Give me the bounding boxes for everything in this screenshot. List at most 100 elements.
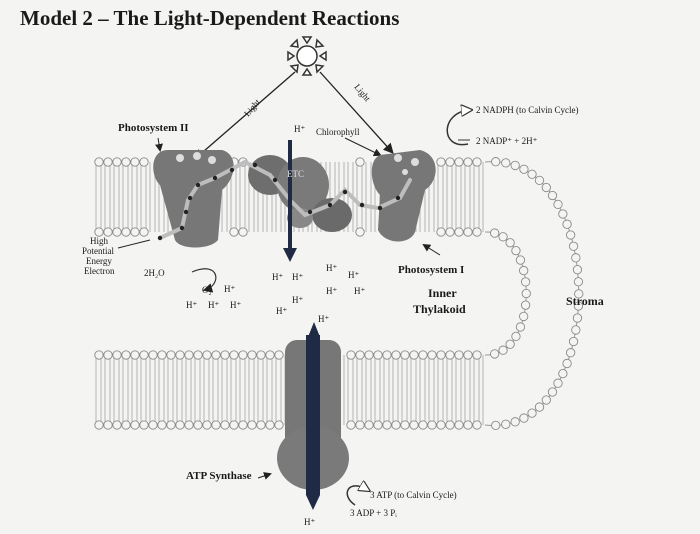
inner-thylakoid-label-1: Inner [428, 286, 457, 300]
proton-12: H⁺ [354, 286, 366, 296]
photosystem-ii-label: Photosystem II [118, 122, 189, 134]
etc-label: ETC [287, 169, 304, 179]
phospholipid-head [103, 420, 113, 430]
phospholipid-head [436, 157, 446, 167]
electron-dot [327, 202, 333, 208]
phospholipid-head [103, 350, 113, 360]
proton-bottom: H⁺ [304, 517, 316, 527]
phospholipid-head [94, 157, 104, 167]
phospholipid-head [211, 420, 221, 430]
proton-label-chlorophyll: H⁺ [294, 124, 306, 134]
phospholipid-head [121, 157, 131, 167]
proton-5: H⁺ [272, 272, 284, 282]
electron-dot [307, 209, 313, 215]
phospholipid-head [436, 227, 446, 237]
phospholipid-head [247, 350, 257, 360]
phospholipid-head [572, 265, 583, 275]
phospholipid-head [382, 350, 392, 360]
phospholipid-head [103, 227, 113, 237]
phospholipid-head [112, 227, 122, 237]
phospholipid-head [454, 350, 464, 360]
phospholipid-head [139, 350, 149, 360]
phospholipid-head [139, 227, 149, 237]
phospholipid-head [463, 420, 473, 430]
phospholipid-head [454, 227, 464, 237]
phospholipid-head [515, 255, 526, 265]
phospholipid-head [519, 311, 529, 322]
phospholipid-head [130, 157, 140, 167]
phospholipid-head [511, 246, 521, 256]
electron-dot [395, 195, 401, 201]
phospholipid-head [454, 420, 464, 430]
phospholipid-head [436, 350, 446, 360]
proton-7: H⁺ [292, 295, 304, 305]
phospholipid-head [574, 289, 584, 299]
phospholipid-head [364, 350, 374, 360]
light-ray-left [194, 71, 296, 160]
phospholipid-head [436, 420, 446, 430]
phospholipid-head [463, 157, 473, 167]
proton-9: H⁺ [326, 263, 338, 273]
electron-dot [252, 162, 258, 168]
proton-10: H⁺ [348, 270, 360, 280]
page-title: Model 2 – The Light-Dependent Reactions [20, 6, 400, 30]
phospholipid-head [527, 169, 537, 179]
phospholipid-head [229, 350, 239, 360]
phospholipid-head [534, 175, 545, 186]
phospholipid-head [400, 350, 410, 360]
phospholipid-head [553, 199, 563, 210]
phospholipid-head [94, 350, 104, 360]
phospholipid-head [238, 227, 248, 237]
water-label: 2H₂O [144, 268, 165, 278]
phospholipid-head [511, 331, 521, 341]
psii-pointer [155, 137, 163, 152]
phospholipid-head [572, 313, 583, 323]
sun-icon [287, 36, 327, 76]
phospholipid-head [346, 420, 356, 430]
photosystem-i [371, 150, 436, 242]
phospholipid-head [519, 413, 529, 423]
phospholipid-head [472, 227, 482, 237]
phospholipid-head [139, 157, 149, 167]
atp-synthase [277, 322, 349, 510]
phospholipid-head [391, 350, 401, 360]
electron-dot [187, 195, 193, 201]
phospholipid-head [346, 350, 356, 360]
light-ray-right [319, 71, 394, 154]
phospholipid-head [562, 219, 572, 229]
phospholipid-head [139, 420, 149, 430]
phospholipid-head [445, 157, 455, 167]
phospholipid-head [463, 227, 473, 237]
phospholipid-head [445, 350, 455, 360]
phospholipid-head [510, 160, 520, 171]
phospholipid-head [391, 420, 401, 430]
phospholipid-head [121, 350, 131, 360]
chlorophyll-arrow [344, 137, 382, 156]
phospholipid-head [520, 300, 531, 310]
photosystem-i-label: Photosystem I [398, 264, 465, 276]
phospholipid-head [510, 417, 520, 427]
chlorophyll-label: Chlorophyll [316, 127, 360, 137]
phospholipid-head [505, 238, 515, 248]
electron-dot [195, 182, 201, 188]
phospholipid-head [112, 157, 122, 167]
phospholipid-head [541, 395, 551, 405]
phospholipid-head [355, 420, 365, 430]
proton-2: H⁺ [186, 300, 198, 310]
phospholipid-head [175, 350, 185, 360]
high-potential-label-2: Potential [82, 246, 114, 256]
phospholipid-head [148, 350, 158, 360]
phospholipid-head [202, 420, 212, 430]
phospholipid-head [418, 350, 428, 360]
atp-synthase-pointer [257, 472, 272, 480]
phospholipid-head [238, 350, 248, 360]
electron-dot [359, 202, 365, 208]
phospholipid-head [220, 350, 230, 360]
phospholipid-head [184, 350, 194, 360]
phospholipid-head [571, 325, 581, 335]
proton-1: H⁺ [224, 284, 236, 294]
phospholipid-head [491, 157, 501, 167]
phospholipid-heads [94, 157, 584, 431]
phospholipid-head [527, 408, 537, 418]
phospholipid-head [568, 336, 579, 347]
